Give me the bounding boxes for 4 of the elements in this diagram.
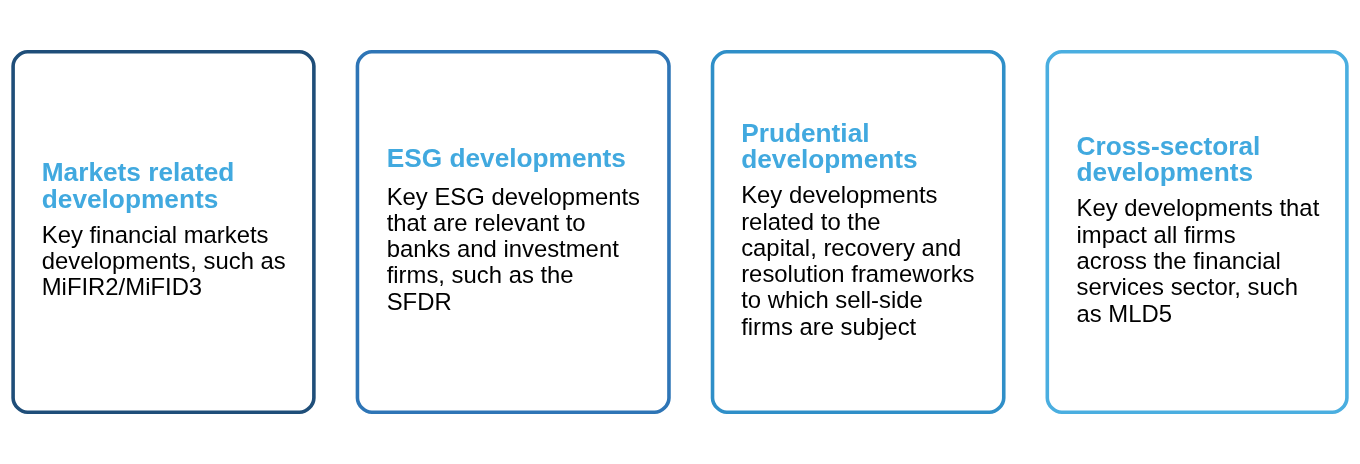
node-box: ESG developments Key ESG developments that are relevant to banks and investment firms, such as the SFDR xyxy=(355,50,671,415)
node-box: Markets related developments Key financial markets developments, such as MiFIR2/MiFID3 xyxy=(11,50,316,415)
node-box: Cross-sectoral developments Key developments that impact all firms across the financial services sector, such as MLD5 xyxy=(1045,50,1349,415)
node-box: Prudential developments Key developments related to the capital, recovery and resolution frameworks to which sell-side firms are subject xyxy=(710,50,1006,415)
